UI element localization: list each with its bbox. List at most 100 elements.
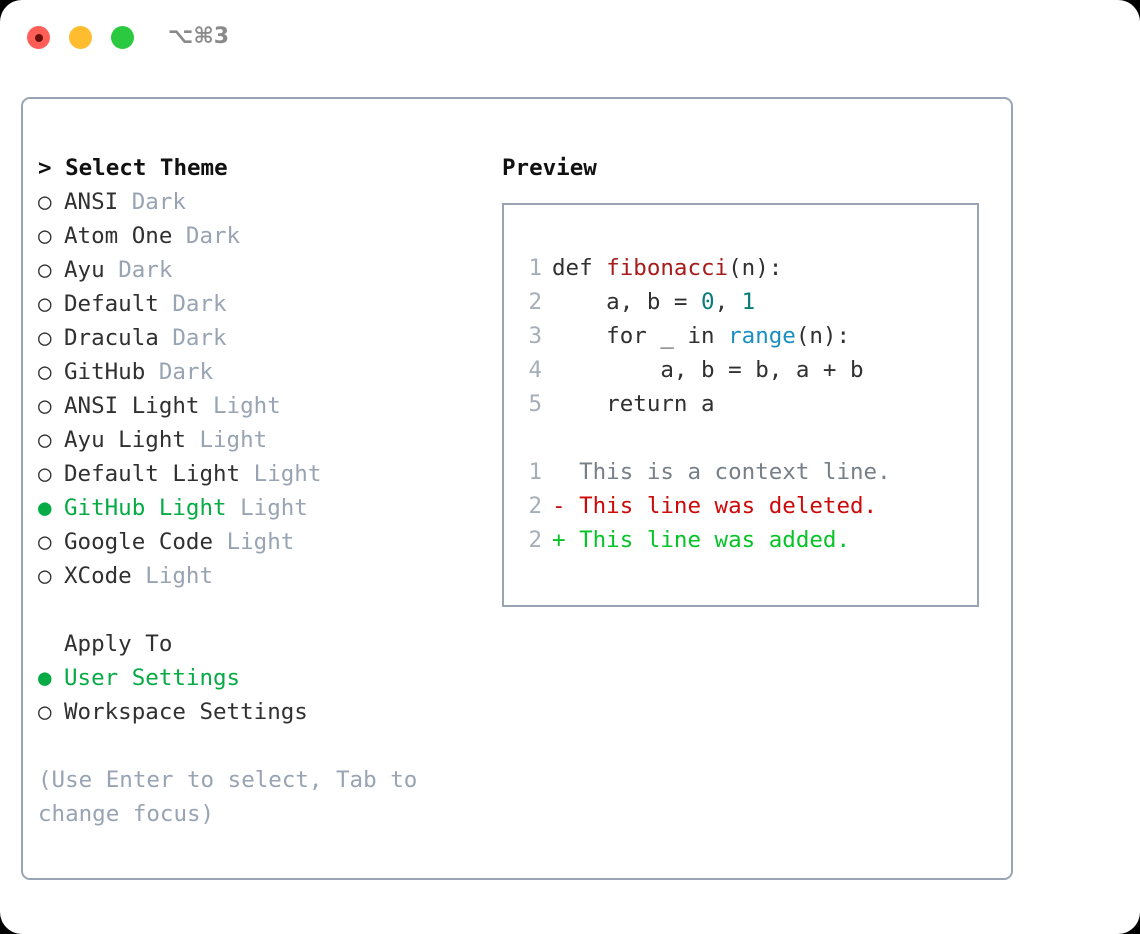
window-titlebar: ⌥⌘3 (0, 0, 1140, 76)
maximize-button-icon[interactable] (111, 26, 134, 49)
diff-text: This line was deleted. (565, 493, 878, 519)
diff-marker: + (552, 527, 566, 553)
radio-unselected-icon: ○ (38, 461, 52, 487)
radio-unselected-icon: ○ (38, 427, 52, 453)
theme-selection-column: > Select Theme ○ANSI Dark○Atom One Dark○… (38, 151, 488, 831)
theme-list-item[interactable]: ○ Ayu Light Light (38, 423, 488, 457)
code-token: 1 (741, 289, 756, 315)
radio-unselected-icon: ○ (38, 359, 52, 385)
radio-unselected-icon: ○ (38, 563, 52, 589)
theme-list-item[interactable]: ○ANSI Light Light (38, 389, 488, 423)
theme-variant-tag: Light (199, 427, 268, 453)
theme-list-item[interactable]: ○XCode Light (38, 559, 488, 593)
theme-variant-tag: Light (226, 529, 295, 555)
theme-variant-tag: Dark (131, 189, 186, 215)
code-line-number: 1 (528, 255, 542, 281)
minimize-button-icon[interactable] (69, 26, 92, 49)
code-token: def (552, 255, 607, 281)
theme-name-label: Ayu Light (64, 427, 186, 453)
theme-name-label: GitHub Light (64, 495, 227, 521)
apply-to-header: Apply To (38, 627, 488, 661)
apply-to-option[interactable]: ● User Settings (38, 661, 488, 695)
code-line-number: 3 (528, 323, 542, 349)
code-token: for _ in (552, 323, 729, 349)
radio-selected-icon: ● (38, 495, 52, 521)
close-button-icon[interactable] (27, 26, 50, 49)
code-line: 2 a, b = 0, 1 (516, 285, 971, 319)
theme-name-label: Default Light (64, 461, 241, 487)
theme-variant-tag: Light (240, 495, 308, 521)
keyboard-hint-text: (Use Enter to select, Tab to change focu… (38, 767, 431, 827)
code-token: fibonacci (606, 255, 729, 281)
code-line-number: 5 (528, 391, 542, 417)
theme-name-label: Google Code (64, 529, 214, 555)
theme-list-item[interactable]: ○Default Light Light (38, 457, 488, 491)
select-theme-header: > Select Theme (38, 151, 488, 185)
diff-line-number: 2 (528, 527, 542, 553)
theme-list-item[interactable]: ○Dracula Dark (38, 321, 488, 355)
diff-line-number: 1 (528, 459, 542, 485)
theme-name-label: GitHub (64, 359, 146, 385)
theme-variant-tag: Dark (172, 325, 227, 351)
theme-list[interactable]: ○ANSI Dark○Atom One Dark○Ayu Dark○Defaul… (38, 185, 488, 593)
diff-sample: 1 This is a context line.2- This line wa… (516, 455, 971, 557)
theme-variant-tag: Dark (185, 223, 241, 249)
radio-unselected-icon: ○ (38, 699, 52, 725)
apply-to-list[interactable]: ● User Settings ○ Workspace Settings (38, 661, 488, 729)
code-token: , (714, 289, 742, 315)
theme-name-label: ANSI (64, 189, 119, 215)
theme-list-item[interactable]: ○ Ayu Dark (38, 253, 488, 287)
theme-name-label: Ayu (64, 257, 105, 283)
theme-variant-tag: Light (213, 393, 281, 419)
code-line: 5 return a (516, 387, 971, 421)
diff-line: 2- This line was deleted. (516, 489, 971, 523)
code-token: return a (552, 391, 715, 417)
apply-to-option-label: Workspace Settings (64, 699, 308, 725)
code-line: 1 def fibonacci(n): (516, 251, 971, 285)
theme-list-item[interactable]: ○ GitHub Dark (38, 355, 488, 389)
preview-title: Preview (502, 155, 597, 181)
code-token: (n): (728, 255, 783, 281)
theme-name-label: Default (64, 291, 159, 317)
diff-marker: - (552, 493, 566, 519)
theme-list-item[interactable]: ○ Google Code Light (38, 525, 488, 559)
radio-unselected-icon: ○ (38, 257, 52, 283)
code-token: a, b = (552, 289, 702, 315)
code-line-number: 4 (528, 357, 542, 383)
select-theme-header-label: Select Theme (65, 155, 228, 181)
diff-text: This is a context line. (565, 459, 891, 485)
theme-variant-tag: Dark (118, 257, 173, 283)
theme-list-item[interactable]: ● GitHub Light Light (38, 491, 488, 525)
code-token: (n): (795, 323, 851, 349)
diff-line-number: 2 (528, 493, 542, 519)
radio-unselected-icon: ○ (38, 325, 52, 351)
radio-unselected-icon: ○ (38, 529, 52, 555)
theme-variant-tag: Light (145, 563, 214, 589)
theme-variant-tag: Dark (172, 291, 227, 317)
list-spacer (38, 593, 488, 627)
theme-variant-tag: Dark (158, 359, 214, 385)
radio-selected-icon: ● (38, 665, 52, 691)
code-token: 0 (701, 289, 715, 315)
apply-to-option[interactable]: ○ Workspace Settings (38, 695, 488, 729)
code-line: 3 for _ in range(n): (516, 319, 971, 353)
diff-line: 2+ This line was added. (516, 523, 971, 557)
theme-list-item[interactable]: ○ ANSI Dark (38, 185, 488, 219)
theme-list-item[interactable]: ○Default Dark (38, 287, 488, 321)
apply-to-option-label: User Settings (64, 665, 241, 691)
apply-to-header-label: Apply To (64, 631, 173, 657)
keyboard-shortcut-label: ⌥⌘3 (168, 24, 230, 49)
diff-line: 1 This is a context line. (516, 455, 971, 489)
code-line: 4 a, b = b, a + b (516, 353, 971, 387)
diff-marker (552, 459, 566, 485)
radio-unselected-icon: ○ (38, 189, 52, 215)
code-token: range (728, 323, 796, 349)
apply-to-indent (38, 627, 64, 661)
theme-selector-panel: > Select Theme ○ANSI Dark○Atom One Dark○… (21, 97, 1013, 880)
radio-unselected-icon: ○ (38, 393, 52, 419)
theme-list-item[interactable]: ○Atom One Dark (38, 219, 488, 253)
